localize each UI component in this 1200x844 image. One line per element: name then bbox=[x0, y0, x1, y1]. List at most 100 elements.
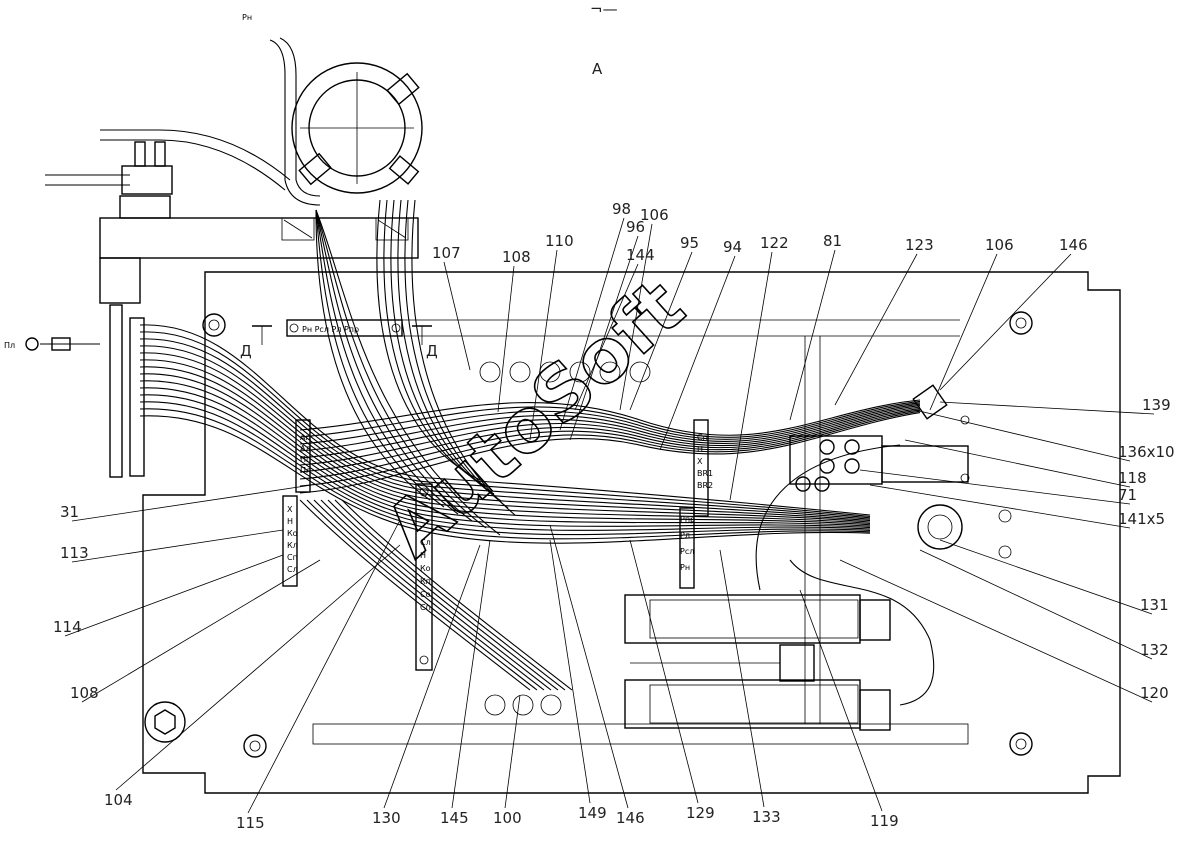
callout-top: 94 bbox=[723, 238, 742, 256]
hose-line bbox=[299, 412, 921, 494]
hose-line bbox=[139, 359, 871, 523]
hose-line bbox=[139, 415, 871, 544]
hose-clamps bbox=[282, 319, 709, 671]
callout-top: 108 bbox=[502, 248, 531, 266]
plate-tag-left-lower: Ко bbox=[287, 529, 298, 538]
cylinders bbox=[624, 594, 891, 731]
callout-top: 144 bbox=[626, 246, 655, 264]
leader-line bbox=[549, 524, 629, 809]
leader-line bbox=[247, 519, 401, 814]
plate-tag-mid: Сп bbox=[420, 603, 431, 612]
leader-line bbox=[939, 253, 1072, 391]
leader-line bbox=[569, 235, 639, 441]
base-plate bbox=[142, 271, 1121, 794]
plate-tag-left: Пп bbox=[300, 455, 311, 464]
hose-line bbox=[139, 352, 871, 522]
hose-line bbox=[320, 499, 552, 691]
leader-line bbox=[115, 544, 401, 791]
callout-right: 139 bbox=[1142, 396, 1171, 414]
hose-line bbox=[404, 199, 509, 509]
leader-line bbox=[929, 253, 998, 411]
hose-line bbox=[139, 401, 871, 536]
leader-line bbox=[504, 694, 521, 809]
hose-line bbox=[139, 373, 871, 526]
leader-line bbox=[559, 217, 625, 431]
callout-left: 114 bbox=[53, 618, 82, 636]
plate-tag-right-lower: Рпр bbox=[680, 515, 695, 524]
hose-loop bbox=[569, 361, 591, 383]
callout-bottom: 115 bbox=[236, 814, 265, 832]
hose-line bbox=[139, 380, 871, 527]
plate-tag-mid: Ко bbox=[420, 564, 431, 573]
callout-bottom: 146 bbox=[616, 809, 645, 827]
leader-line bbox=[919, 549, 1153, 660]
plate-tag-right-upper: Н bbox=[697, 445, 703, 454]
hose-line bbox=[334, 499, 566, 691]
leader-line bbox=[383, 544, 481, 809]
callout-top: 95 bbox=[680, 234, 699, 252]
hose-line bbox=[299, 405, 921, 459]
leader-line bbox=[443, 261, 471, 371]
leader-line bbox=[574, 263, 639, 411]
plate-tag-right-upper: BR1 bbox=[697, 469, 713, 478]
leader-line bbox=[619, 223, 653, 411]
plate-tag-mid: Кп bbox=[420, 577, 431, 586]
leader-line bbox=[914, 409, 1131, 462]
hose-loop bbox=[484, 694, 506, 716]
hose-line bbox=[755, 444, 901, 591]
plate-tag-right-lower: Рн bbox=[680, 563, 690, 572]
leader-line bbox=[834, 253, 918, 406]
hose-line bbox=[411, 199, 516, 516]
callout-left: 108 bbox=[70, 684, 99, 702]
leader-line bbox=[859, 469, 1131, 505]
plate-tag-left: Ал bbox=[300, 444, 311, 453]
callout-bottom: 149 bbox=[578, 804, 607, 822]
callout-right: 120 bbox=[1140, 684, 1169, 702]
section-mark-left: Д bbox=[240, 342, 252, 360]
callout-right: 118 bbox=[1118, 469, 1147, 487]
hose-line bbox=[299, 400, 921, 438]
hose-line bbox=[376, 199, 481, 481]
top-plate-label: Рн Рсл Рл Рпр bbox=[302, 325, 359, 334]
callout-top: 123 bbox=[905, 236, 934, 254]
callout-right: 131 bbox=[1140, 596, 1169, 614]
leader-line bbox=[529, 249, 558, 441]
callout-top: 98 bbox=[612, 200, 631, 218]
callout-right: 136х10 bbox=[1118, 443, 1175, 461]
valve-block bbox=[789, 384, 969, 550]
hose-loop bbox=[509, 361, 531, 383]
hose-line bbox=[299, 406, 921, 466]
hose-line bbox=[315, 209, 459, 515]
leader-line bbox=[799, 589, 883, 812]
hose-line bbox=[390, 199, 495, 495]
leader-lines bbox=[64, 217, 1155, 814]
hose-line bbox=[315, 209, 473, 522]
hose-line bbox=[397, 199, 502, 502]
callout-bottom: 100 bbox=[493, 809, 522, 827]
plate-tag-right-lower: Рл bbox=[680, 531, 690, 540]
leader-line bbox=[659, 255, 736, 451]
callout-right: 141х5 bbox=[1118, 510, 1165, 528]
callout-top: 96 bbox=[626, 218, 645, 236]
leader-line bbox=[64, 554, 284, 637]
callout-left: 113 bbox=[60, 544, 89, 562]
hose-line bbox=[315, 209, 501, 536]
plate-tag-left-lower: Х bbox=[287, 505, 293, 514]
leader-line bbox=[71, 484, 313, 522]
hose-line bbox=[299, 402, 921, 445]
hose-line bbox=[299, 407, 921, 473]
plate-tag-left-lower: Н bbox=[287, 517, 293, 526]
section-marks: Д Д bbox=[240, 325, 438, 360]
leader-line bbox=[939, 539, 1153, 615]
leader-line bbox=[451, 539, 491, 809]
plate-tag-left-lower: Кл bbox=[287, 541, 298, 550]
hose-line bbox=[789, 559, 935, 706]
callout-right: 132 bbox=[1140, 641, 1169, 659]
top-mark: ¬— bbox=[590, 0, 618, 18]
plate-tag-mid: Со bbox=[420, 590, 431, 599]
callout-top: 81 bbox=[823, 232, 842, 250]
callout-top: 122 bbox=[760, 234, 789, 252]
plate-tags: АпАлПпПлХНКоКлСпСлСлНКоКпСоСпСпНХBR1BR2Р… bbox=[287, 433, 713, 612]
